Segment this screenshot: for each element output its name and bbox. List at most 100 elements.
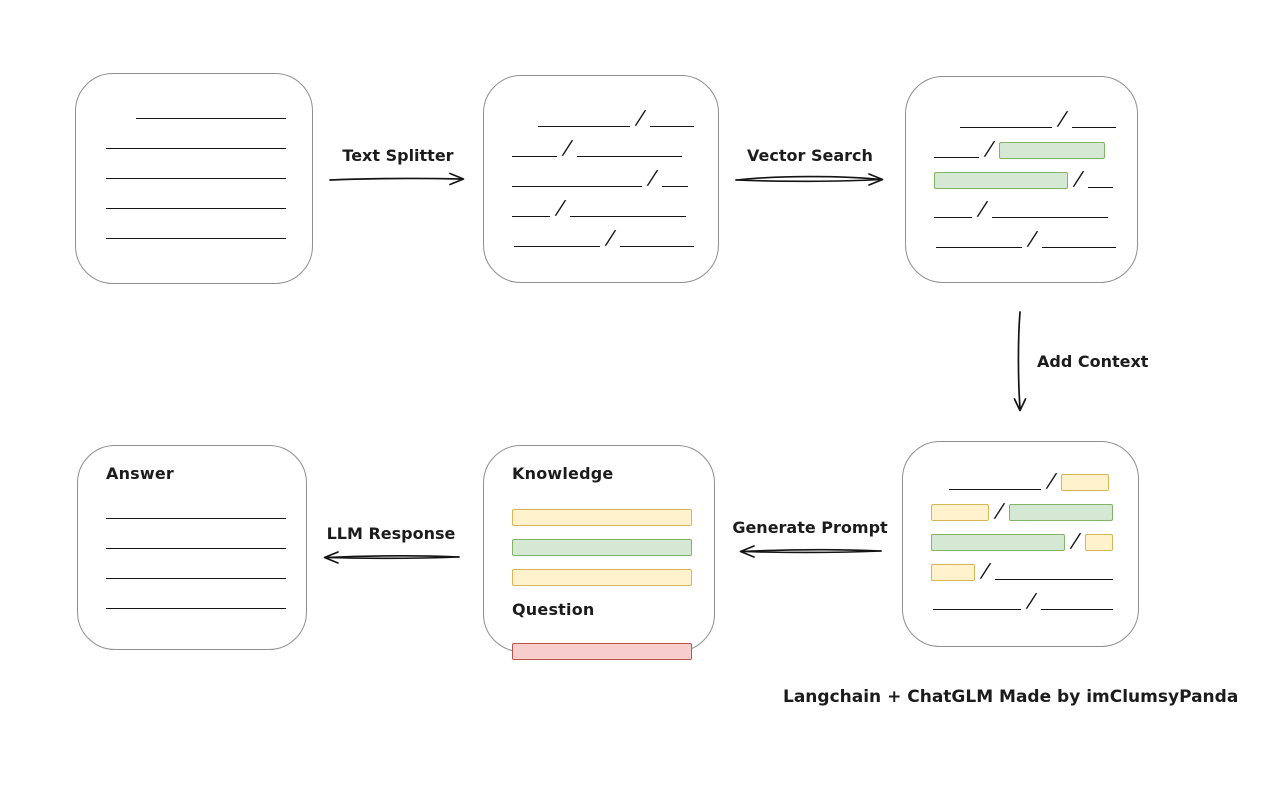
chunk-lines: ///// [484,76,718,282]
down-arrow-icon [1013,311,1027,412]
knowledge-bars [512,496,714,586]
diagram-caption: Langchain + ChatGLM Made by imClumsyPand… [783,687,1239,707]
right-arrow-icon [735,173,884,186]
green-chunk [931,534,1065,551]
generate-prompt-label: Generate Prompt [732,518,888,537]
right-arrow-icon [329,172,465,186]
text-line [949,489,1041,490]
text-line [650,126,695,127]
slash-separator: / [605,227,616,249]
segment-row [106,120,312,150]
answer-lines [106,490,306,610]
text-line [106,208,286,209]
slash-separator: / [1073,168,1084,190]
text-line [136,118,286,119]
segment-row [512,556,714,586]
node-answer: Answer [77,445,307,650]
segment-row: / [512,98,718,129]
text-line [106,548,286,549]
text-line [934,157,979,158]
segment-row: / [512,128,718,159]
segment-row [106,210,312,240]
text-line [106,238,286,239]
text-line [1042,247,1117,248]
segment-row: / [931,461,1138,492]
text-line [995,579,1114,580]
slash-separator: / [562,137,573,159]
arrow-generate-prompt: Generate Prompt [732,518,888,561]
green-chunk [512,539,692,556]
slash-separator: / [984,138,995,160]
segment-row: / [931,581,1138,612]
red-chunk [512,643,692,660]
node-matched-chunks: ///// [905,76,1138,283]
segment-row: / [931,521,1138,552]
yellow-chunk [1085,534,1114,551]
green-chunk [934,172,1068,189]
slash-separator: / [980,560,991,582]
segment-row [512,496,714,526]
slash-separator: / [635,107,646,129]
question-bars [512,630,714,660]
slash-separator: / [1027,228,1038,250]
arrow-llm-response: LLM Response [320,524,462,567]
text-line [512,186,642,187]
vector-search-label: Vector Search [747,146,873,165]
text-line [106,148,286,149]
text-line [514,246,600,247]
knowledge-heading: Knowledge [512,464,614,483]
left-arrow-icon [323,551,460,564]
arrow-text-splitter: Text Splitter [328,146,468,189]
segment-row: / [512,158,718,189]
text-line [106,608,286,609]
question-heading: Question [512,600,595,619]
text-line [662,186,689,187]
text-splitter-label: Text Splitter [342,146,454,165]
yellow-chunk [931,564,975,581]
green-chunk [999,142,1106,159]
node-context-chunks: ///// [902,441,1139,647]
answer-heading: Answer [106,464,175,483]
text-line [936,247,1022,248]
yellow-chunk [931,504,989,521]
green-chunk [1009,504,1114,521]
segment-row: / [512,218,718,249]
segment-row [512,630,714,660]
slash-separator: / [977,198,988,220]
segment-row [106,550,306,580]
text-line [933,609,1021,610]
slash-separator: / [994,500,1005,522]
segment-row: / [934,189,1137,220]
text-line [1041,609,1114,610]
yellow-chunk [512,509,692,526]
segment-row: / [934,159,1137,190]
slash-separator: / [555,197,566,219]
left-arrow-icon [739,545,882,558]
segment-row: / [931,491,1138,522]
text-line [960,127,1052,128]
text-line [106,178,286,179]
segment-row: / [931,551,1138,582]
text-line [934,217,972,218]
text-line [992,217,1109,218]
segment-row: / [512,188,718,219]
text-line [512,216,550,217]
segment-row [106,580,306,610]
context-chunk-lines: ///// [903,442,1138,646]
segment-row [106,90,312,120]
text-line [620,246,695,247]
add-context-label: Add Context [1037,352,1149,371]
segment-row [106,180,312,210]
node-prompt: Knowledge Question [483,445,715,660]
segment-row [106,520,306,550]
text-line [570,216,687,217]
yellow-chunk [1061,474,1110,491]
llm-response-label: LLM Response [326,524,456,543]
segment-row [106,150,312,180]
slash-separator: / [1026,590,1037,612]
node-text-chunks: ///// [483,75,719,283]
segment-row [106,490,306,520]
text-line [106,578,286,579]
segment-row: / [934,129,1137,160]
